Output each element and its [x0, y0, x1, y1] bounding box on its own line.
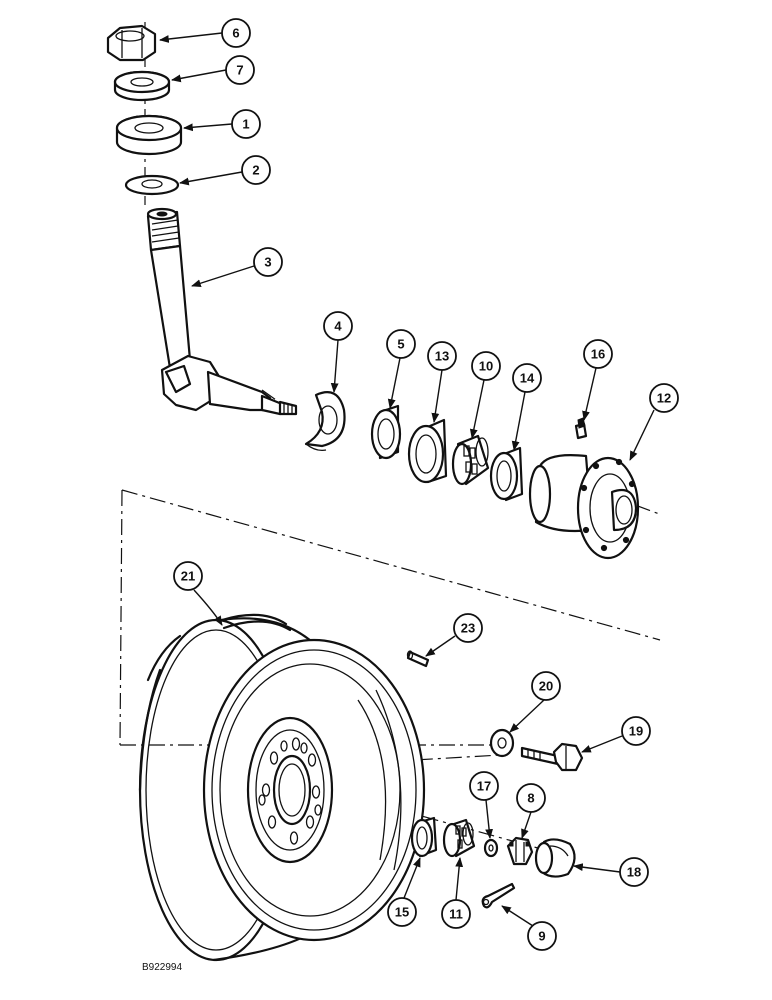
svg-text:8: 8	[527, 791, 534, 806]
callout-14: 14	[512, 363, 542, 393]
callout-6: 6	[221, 18, 251, 48]
svg-text:1: 1	[242, 117, 249, 132]
svg-text:23: 23	[461, 621, 475, 636]
callout-5: 5	[386, 329, 416, 359]
svg-text:3: 3	[264, 255, 271, 270]
svg-text:5: 5	[397, 337, 404, 352]
svg-text:4: 4	[334, 319, 342, 334]
figure-code: B922994	[142, 962, 182, 973]
part-bearing-ring-1	[115, 114, 183, 156]
svg-text:20: 20	[539, 679, 553, 694]
part-seal-4	[304, 391, 346, 452]
svg-text:11: 11	[449, 907, 463, 922]
part-bearing-cup-14	[489, 446, 524, 502]
svg-text:19: 19	[629, 724, 643, 739]
svg-text:6: 6	[232, 26, 239, 41]
part-roller-bearing-10	[451, 434, 490, 486]
part-bearing-race-13	[407, 418, 448, 484]
callout-19: 19	[621, 716, 651, 746]
part-washer-17	[483, 838, 499, 858]
callout-7: 7	[225, 55, 255, 85]
svg-text:9: 9	[538, 929, 545, 944]
svg-text:16: 16	[591, 347, 605, 362]
part-wheel-rim	[138, 613, 426, 962]
callout-23: 23	[453, 613, 483, 643]
callout-1: 1	[231, 109, 261, 139]
part-grease-fitting	[574, 417, 588, 440]
part-valve-stem	[406, 650, 430, 668]
part-bearing-cup-5	[370, 404, 402, 460]
svg-text:21: 21	[181, 569, 195, 584]
callout-2: 2	[241, 155, 271, 185]
part-castle-nut	[506, 836, 534, 866]
callout-21: 21	[173, 561, 203, 591]
part-hub-cap	[534, 838, 576, 878]
part-washer-20	[489, 728, 515, 758]
svg-text:18: 18	[627, 865, 641, 880]
callout-15: 15	[387, 897, 417, 927]
svg-text:7: 7	[236, 63, 243, 78]
svg-text:12: 12	[657, 391, 671, 406]
callout-12: 12	[649, 383, 679, 413]
part-wheel-hub	[528, 454, 640, 560]
callout-16: 16	[583, 339, 613, 369]
callout-9: 9	[527, 921, 557, 951]
part-roller-bearing-11	[442, 818, 476, 858]
callout-4: 4	[323, 311, 353, 341]
callout-20: 20	[531, 671, 561, 701]
part-cotter-pin	[481, 882, 516, 909]
part-hex-nut	[106, 24, 157, 62]
svg-text:13: 13	[435, 349, 449, 364]
callout-8: 8	[516, 783, 546, 813]
svg-text:17: 17	[477, 779, 491, 794]
svg-text:14: 14	[520, 371, 535, 386]
part-washer-2	[124, 174, 180, 196]
svg-text:10: 10	[479, 359, 493, 374]
callout-11: 11	[441, 899, 471, 929]
part-washer-7	[113, 70, 171, 102]
callout-10: 10	[471, 351, 501, 381]
part-bearing-cup-15	[410, 816, 438, 858]
part-spindle	[146, 207, 298, 416]
svg-text:2: 2	[252, 163, 259, 178]
callout-3: 3	[253, 247, 283, 277]
svg-text:15: 15	[395, 905, 409, 920]
callout-18: 18	[619, 857, 649, 887]
callout-13: 13	[427, 341, 457, 371]
part-hex-bolt	[520, 742, 584, 772]
leader-lines	[159, 32, 655, 927]
callout-17: 17	[469, 771, 499, 801]
